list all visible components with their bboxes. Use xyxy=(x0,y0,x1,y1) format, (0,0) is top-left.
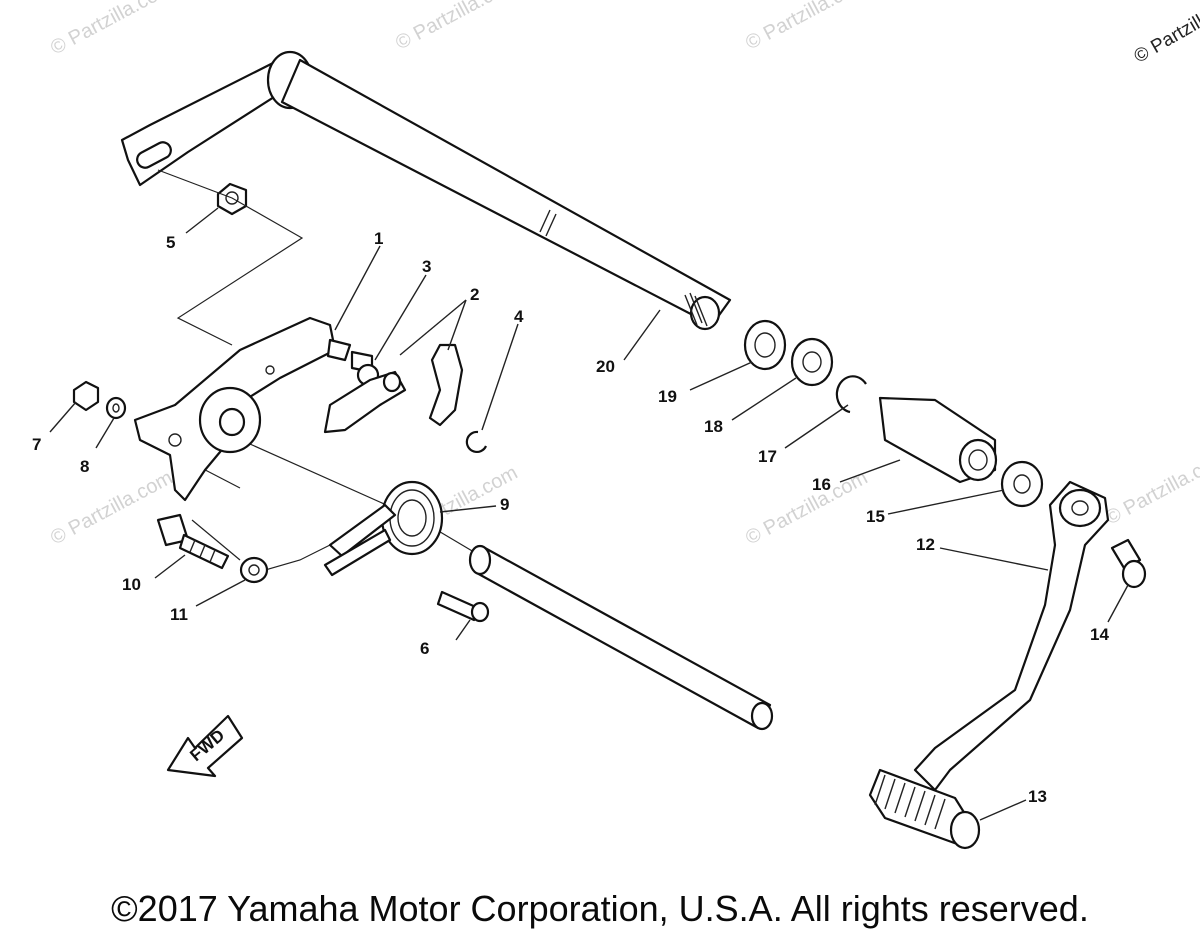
lower-shaft xyxy=(468,544,774,731)
part-6-bolt xyxy=(436,590,490,623)
callout-10: 10 xyxy=(122,575,141,594)
part-9-spring xyxy=(323,480,444,577)
callout-5: 5 xyxy=(166,233,175,252)
part-17-circlip xyxy=(835,375,867,414)
part-15-washer xyxy=(1000,460,1044,508)
callout-12: 12 xyxy=(916,535,935,554)
part-8-washer xyxy=(105,396,127,420)
callout-14: 14 xyxy=(1090,625,1109,644)
callout-15: 15 xyxy=(866,507,885,526)
callout-4: 4 xyxy=(514,307,524,326)
callout-2: 2 xyxy=(470,285,479,304)
watermark-text: © Partzilla.com xyxy=(742,0,871,54)
part-2-pawls xyxy=(323,343,464,434)
callout-18: 18 xyxy=(704,417,723,436)
callout-8: 8 xyxy=(80,457,89,476)
callout-7: 7 xyxy=(32,435,41,454)
part-13-pedal-rubber xyxy=(868,768,981,850)
copyright-notice: ©2017 Yamaha Motor Corporation, U.S.A. A… xyxy=(111,888,1089,929)
part-5-nut xyxy=(216,182,248,216)
callout-1: 1 xyxy=(374,229,383,248)
part-4-circlip xyxy=(465,430,488,453)
callout-6: 6 xyxy=(420,639,429,658)
part-1-shift-arm xyxy=(133,316,352,502)
forward-direction-arrow: FWD xyxy=(166,714,244,778)
part-20-shift-shaft xyxy=(120,50,732,331)
part-12-shift-pedal xyxy=(913,480,1110,792)
watermark-text: © Partzilla.com xyxy=(47,467,176,550)
part-19-oil-seal xyxy=(743,319,787,371)
callout-20: 20 xyxy=(596,357,615,376)
shaft-spline-end xyxy=(684,292,721,331)
part-10-bolt xyxy=(156,513,230,570)
part-14-pinch-bolt xyxy=(1110,538,1147,589)
part-18-washer xyxy=(790,337,834,387)
part-7-nut xyxy=(72,380,100,412)
watermark-text: © Partzilla.com xyxy=(742,467,871,550)
callout-19: 19 xyxy=(658,387,677,406)
callout-labels: 1 2 3 4 5 6 7 8 9 10 11 12 13 14 15 16 1… xyxy=(32,229,1109,806)
callout-17: 17 xyxy=(758,447,777,466)
callout-9: 9 xyxy=(500,495,509,514)
watermark-text: © Partzilla.com xyxy=(392,0,521,54)
callout-leader-lines xyxy=(49,207,1129,821)
part-16-collar xyxy=(878,396,998,484)
watermark-text: © Partzilla.com xyxy=(1102,447,1200,530)
part-3-pin xyxy=(350,350,380,387)
callout-11: 11 xyxy=(170,605,188,624)
part-11-washer xyxy=(239,556,269,584)
callout-16: 16 xyxy=(812,475,831,494)
watermark-text: © Partzilla.com xyxy=(47,0,176,59)
callout-3: 3 xyxy=(422,257,431,276)
callout-13: 13 xyxy=(1028,787,1047,806)
